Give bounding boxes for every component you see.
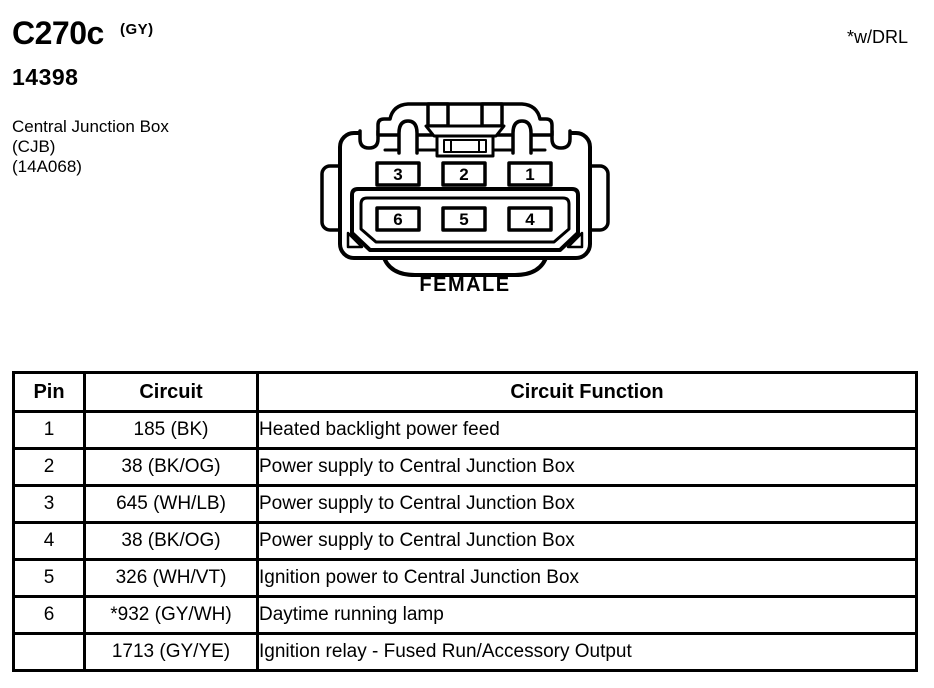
cell-pin: 3	[12, 484, 86, 524]
cell-function: Power supply to Central Junction Box	[256, 484, 918, 524]
table-row: 4 38 (BK/OG) Power supply to Central Jun…	[12, 521, 918, 561]
cell-function: Heated backlight power feed	[256, 410, 918, 450]
pin-box-2	[441, 161, 487, 187]
cell-pin: 2	[12, 447, 86, 487]
top-notch-right	[550, 129, 572, 150]
corner-triangle-right	[566, 231, 584, 249]
cell-circuit: *932 (GY/WH)	[83, 595, 259, 635]
table-row: 6 *932 (GY/WH) Daytime running lamp	[12, 595, 918, 635]
pin-box-5	[441, 206, 487, 232]
table-header-row: Pin Circuit Circuit Function	[12, 371, 918, 413]
cell-function: Ignition power to Central Junction Box	[256, 558, 918, 598]
latch-post-right	[480, 102, 504, 128]
component-name: Central Junction Box (CJB) (14A068)	[12, 117, 169, 177]
header-circuit: Circuit	[83, 371, 259, 413]
cell-circuit: 645 (WH/LB)	[83, 484, 259, 524]
cell-circuit: 326 (WH/VT)	[83, 558, 259, 598]
pinout-table: Pin Circuit Circuit Function 1 185 (BK) …	[12, 371, 918, 672]
component-name-line2: (CJB)	[12, 137, 56, 156]
latch-assembly	[424, 102, 506, 158]
table-row: 2 38 (BK/OG) Power supply to Central Jun…	[12, 447, 918, 487]
pin-number-2: 2	[459, 165, 468, 184]
cell-pin: 4	[12, 521, 86, 561]
pin-box-1	[507, 161, 553, 187]
pin-box-6	[375, 206, 421, 232]
drl-footnote: *w/DRL	[846, 27, 908, 47]
corner-triangle-left	[346, 231, 364, 249]
table-row: 3 645 (WH/LB) Power supply to Central Ju…	[12, 484, 918, 524]
cell-function: Daytime running lamp	[256, 595, 918, 635]
pin-number-1: 1	[525, 165, 534, 184]
connector-hump	[376, 102, 554, 137]
cell-circuit: 1713 (GY/YE)	[83, 632, 259, 672]
table-row: 1713 (GY/YE) Ignition relay - Fused Run/…	[12, 632, 918, 672]
component-name-line3: (14A068)	[12, 157, 82, 176]
pin-row-bottom: 6 5 4	[375, 206, 553, 232]
table-row: 5 326 (WH/VT) Ignition power to Central …	[12, 558, 918, 598]
pin-number-6: 6	[393, 210, 402, 229]
component-name-line1: Central Junction Box	[12, 117, 169, 136]
pin-row-top: 3 2 1	[375, 161, 553, 187]
header-pin: Pin	[12, 371, 86, 413]
cell-pin: 5	[12, 558, 86, 598]
connector-id: C270c	[12, 15, 104, 51]
connector-gender-label: FEMALE	[419, 274, 511, 296]
cell-pin	[12, 632, 86, 672]
latch-frame-ribs	[450, 139, 480, 153]
latch-frame-inner	[443, 139, 487, 153]
hump-finger-right	[511, 119, 533, 155]
cell-circuit: 38 (BK/OG)	[83, 521, 259, 561]
cell-pin: 1	[12, 410, 86, 450]
cell-function: Power supply to Central Junction Box	[256, 521, 918, 561]
pin-number-3: 3	[393, 165, 402, 184]
latch-post-left	[426, 102, 450, 128]
cell-function: Power supply to Central Junction Box	[256, 447, 918, 487]
pin-box-3	[375, 161, 421, 187]
cell-pin: 6	[12, 595, 86, 635]
cell-function: Ignition relay - Fused Run/Accessory Out…	[256, 632, 918, 672]
part-number: 14398	[12, 64, 79, 90]
connector-diagram: 3 2 1 6 5 4	[315, 95, 615, 285]
pin-box-4	[507, 206, 553, 232]
top-notch-left	[358, 129, 380, 150]
hump-finger-left	[397, 119, 419, 155]
connector-color-code: (GY)	[120, 21, 154, 38]
pin-number-4: 4	[525, 210, 535, 229]
cavity-inner	[359, 196, 571, 244]
table-row: 1 185 (BK) Heated backlight power feed	[12, 410, 918, 450]
pin-number-5: 5	[459, 210, 468, 229]
header-circuit-function: Circuit Function	[256, 371, 918, 413]
cell-circuit: 185 (BK)	[83, 410, 259, 450]
latch-plate	[424, 124, 506, 138]
cell-circuit: 38 (BK/OG)	[83, 447, 259, 487]
